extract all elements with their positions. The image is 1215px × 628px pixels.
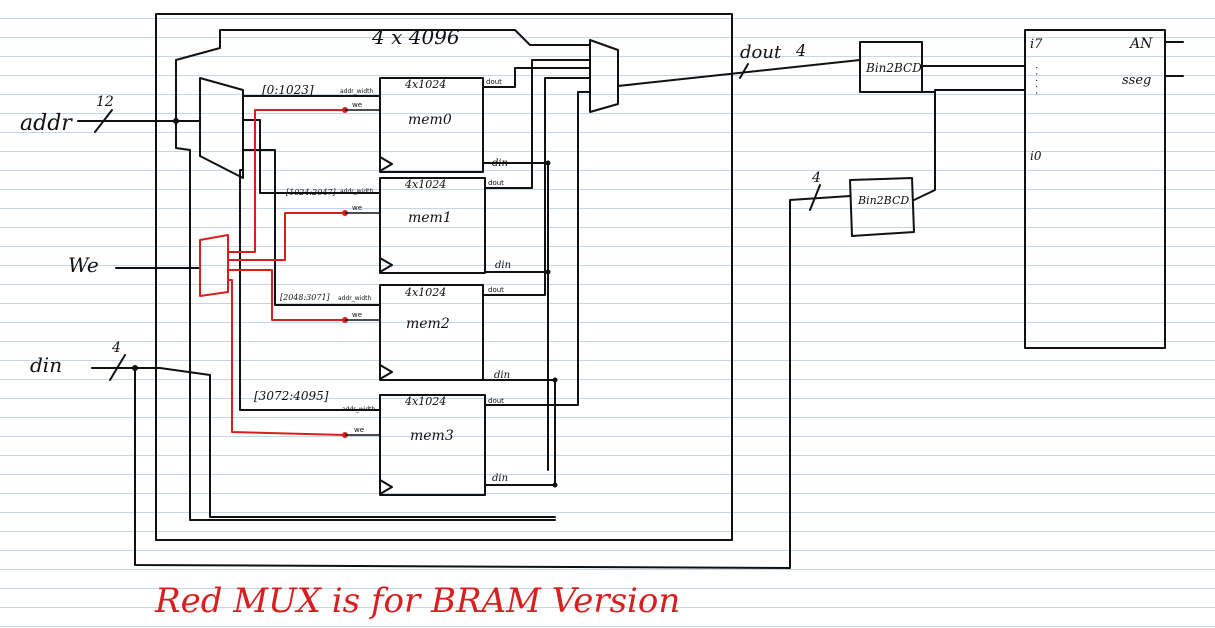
mem0-we-port: we bbox=[352, 101, 362, 109]
junction-dots bbox=[132, 118, 558, 488]
mem3-we-port: we bbox=[354, 426, 364, 434]
addr-label: addr bbox=[20, 111, 73, 136]
bin2bcd-bottom-label: Bin2BCD bbox=[857, 194, 909, 207]
din-out-width-label: 4 bbox=[811, 170, 821, 186]
mem3-addr-port: addr_width bbox=[342, 406, 375, 413]
red-we-mux bbox=[199, 109, 346, 436]
display-box bbox=[1024, 29, 1166, 349]
mem1-dout-port: dout bbox=[488, 179, 504, 187]
mem0-addr-port: addr_width bbox=[340, 88, 373, 95]
black-wiring bbox=[77, 13, 1184, 569]
mem0-dout-port: dout bbox=[486, 78, 502, 86]
dout-width-label: 4 bbox=[795, 41, 806, 60]
dout-label: dout bbox=[740, 42, 782, 63]
mem3-name: mem3 bbox=[410, 428, 454, 444]
mem3-range: [3072:4095] bbox=[254, 389, 329, 403]
mem1-we-port: we bbox=[352, 204, 362, 212]
mem3-dout-port: dout bbox=[488, 397, 504, 405]
mem2-name: mem2 bbox=[406, 316, 450, 332]
mem2-din-port: din bbox=[494, 370, 510, 381]
mem1-name: mem1 bbox=[408, 210, 452, 226]
bram-note: Red MUX is for BRAM Version bbox=[154, 581, 680, 621]
output-mux bbox=[589, 39, 619, 113]
mem0-name: mem0 bbox=[408, 112, 452, 128]
mem3-din-port: din bbox=[492, 473, 508, 484]
mem0-size: 4x1024 bbox=[404, 78, 446, 91]
mem1-size: 4x1024 bbox=[404, 178, 446, 191]
addr-width-label: 12 bbox=[96, 94, 114, 110]
mem1-din-port: din bbox=[495, 260, 511, 271]
mem2-size: 4x1024 bbox=[404, 286, 446, 299]
din-label: din bbox=[30, 353, 62, 377]
mem1-addr-port: addr_width bbox=[340, 188, 373, 195]
display-i0: i0 bbox=[1030, 149, 1042, 163]
din-wire bbox=[91, 195, 851, 569]
container-box bbox=[155, 13, 733, 541]
mem1-box bbox=[379, 177, 486, 274]
container-title: 4 x 4096 bbox=[371, 25, 460, 49]
display-dots: . . . . . bbox=[1033, 66, 1044, 95]
display-an: AN bbox=[1128, 36, 1153, 52]
mem3-size: 4x1024 bbox=[404, 395, 446, 408]
mem1-range: [1024:2047] bbox=[286, 188, 337, 197]
din-width-label: 4 bbox=[111, 340, 121, 356]
mem2-box bbox=[379, 284, 484, 381]
addr-demux bbox=[199, 77, 244, 179]
mem3-box bbox=[379, 394, 486, 496]
mem2-range: [2048:3071] bbox=[280, 293, 331, 302]
mem2-dout-port: dout bbox=[488, 286, 504, 294]
bin2bcd-top-label: Bin2BCD bbox=[865, 61, 922, 75]
mem2-addr-port: addr_width bbox=[338, 295, 371, 302]
display-sseg: sseg bbox=[1122, 73, 1151, 88]
mem0-box bbox=[379, 77, 484, 173]
bin2bcd-bottom-box bbox=[849, 177, 915, 237]
display-i7: i7 bbox=[1030, 37, 1043, 52]
mem2-we-port: we bbox=[352, 311, 362, 319]
mem0-din-port: din bbox=[492, 158, 508, 169]
we-label: We bbox=[68, 253, 99, 277]
mem0-range: [0:1023] bbox=[262, 83, 314, 97]
